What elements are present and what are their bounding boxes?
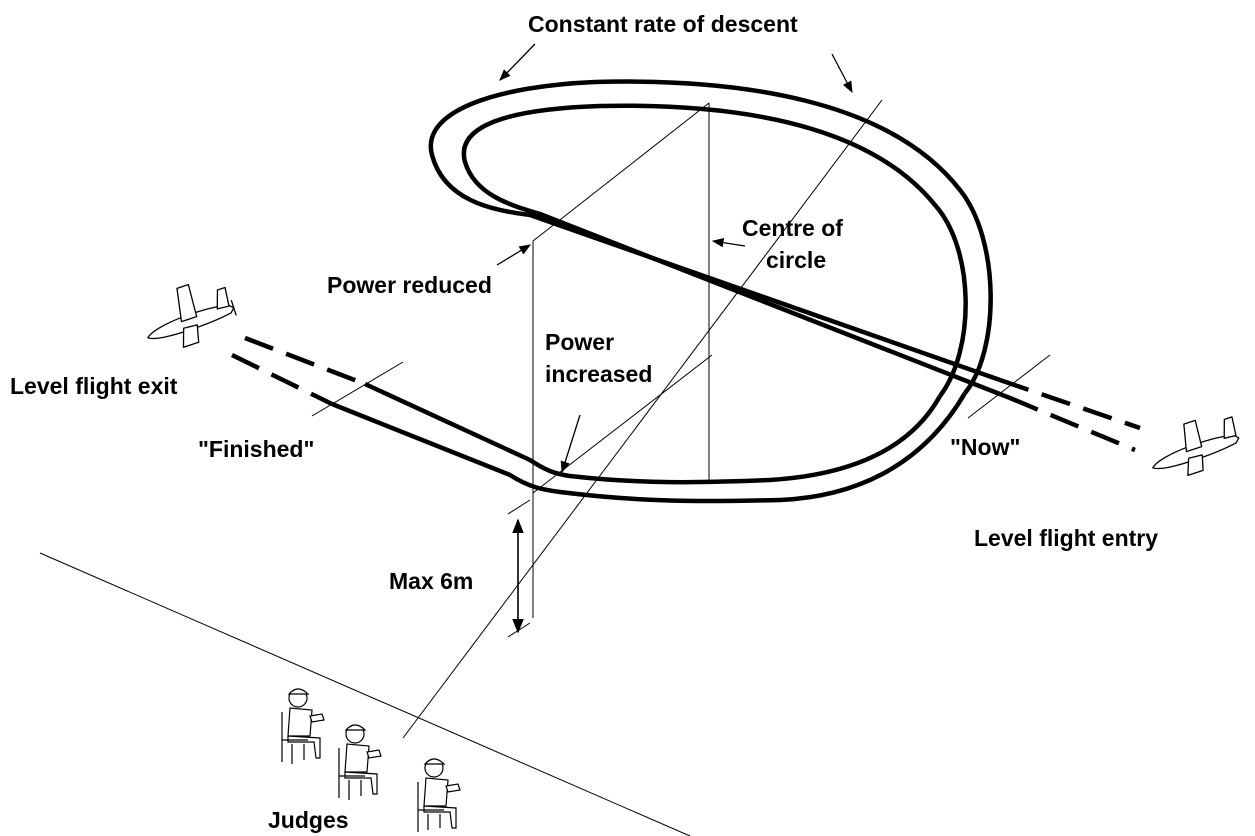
entry-dash-upper <box>999 377 1141 431</box>
title-arrow-right <box>831 53 853 94</box>
entry-dash-lower <box>1009 395 1136 453</box>
exit-path-upper <box>364 381 942 485</box>
now-marker-line <box>967 354 1051 419</box>
power-increased-label-line2: increased <box>545 361 652 387</box>
title-label: Constant rate of descent <box>528 11 798 37</box>
power-increased-arrow <box>560 414 581 474</box>
exit-path-lower <box>331 391 967 504</box>
finished-marker-line <box>311 361 404 417</box>
power-reduced-label: Power reduced <box>327 272 492 298</box>
circle-path-outer <box>428 79 1001 395</box>
centre-arrow <box>711 238 746 248</box>
exit-dash-upper <box>244 335 366 387</box>
finished-label: "Finished" <box>198 436 314 462</box>
aircraft-exit-icon <box>147 284 237 348</box>
judge-3-icon <box>417 758 461 832</box>
ground-line <box>39 552 691 836</box>
power-reduced-guide <box>532 102 710 242</box>
level-exit-label: Level flight exit <box>10 373 178 399</box>
judge-2-icon <box>338 724 382 800</box>
circle-path-inner <box>461 103 1011 401</box>
power-increased-label-line1: Power <box>545 329 614 355</box>
judge-1-icon <box>281 688 325 764</box>
now-label: "Now" <box>950 434 1020 460</box>
judges-sightline <box>402 99 883 739</box>
max-height-label: Max 6m <box>389 568 473 594</box>
title-arrow-left <box>499 43 536 81</box>
centre-label-line1: Centre of <box>742 215 843 241</box>
level-entry-label: Level flight entry <box>974 525 1158 551</box>
centre-label-line2: circle <box>766 247 826 273</box>
exit-dash-lower <box>231 352 333 407</box>
height-tick-top <box>507 499 531 515</box>
power-reduced-arrow <box>496 244 532 266</box>
aircraft-entry-icon <box>1152 416 1240 476</box>
judges-label: Judges <box>268 807 349 833</box>
height-tick-bottom <box>507 622 531 638</box>
